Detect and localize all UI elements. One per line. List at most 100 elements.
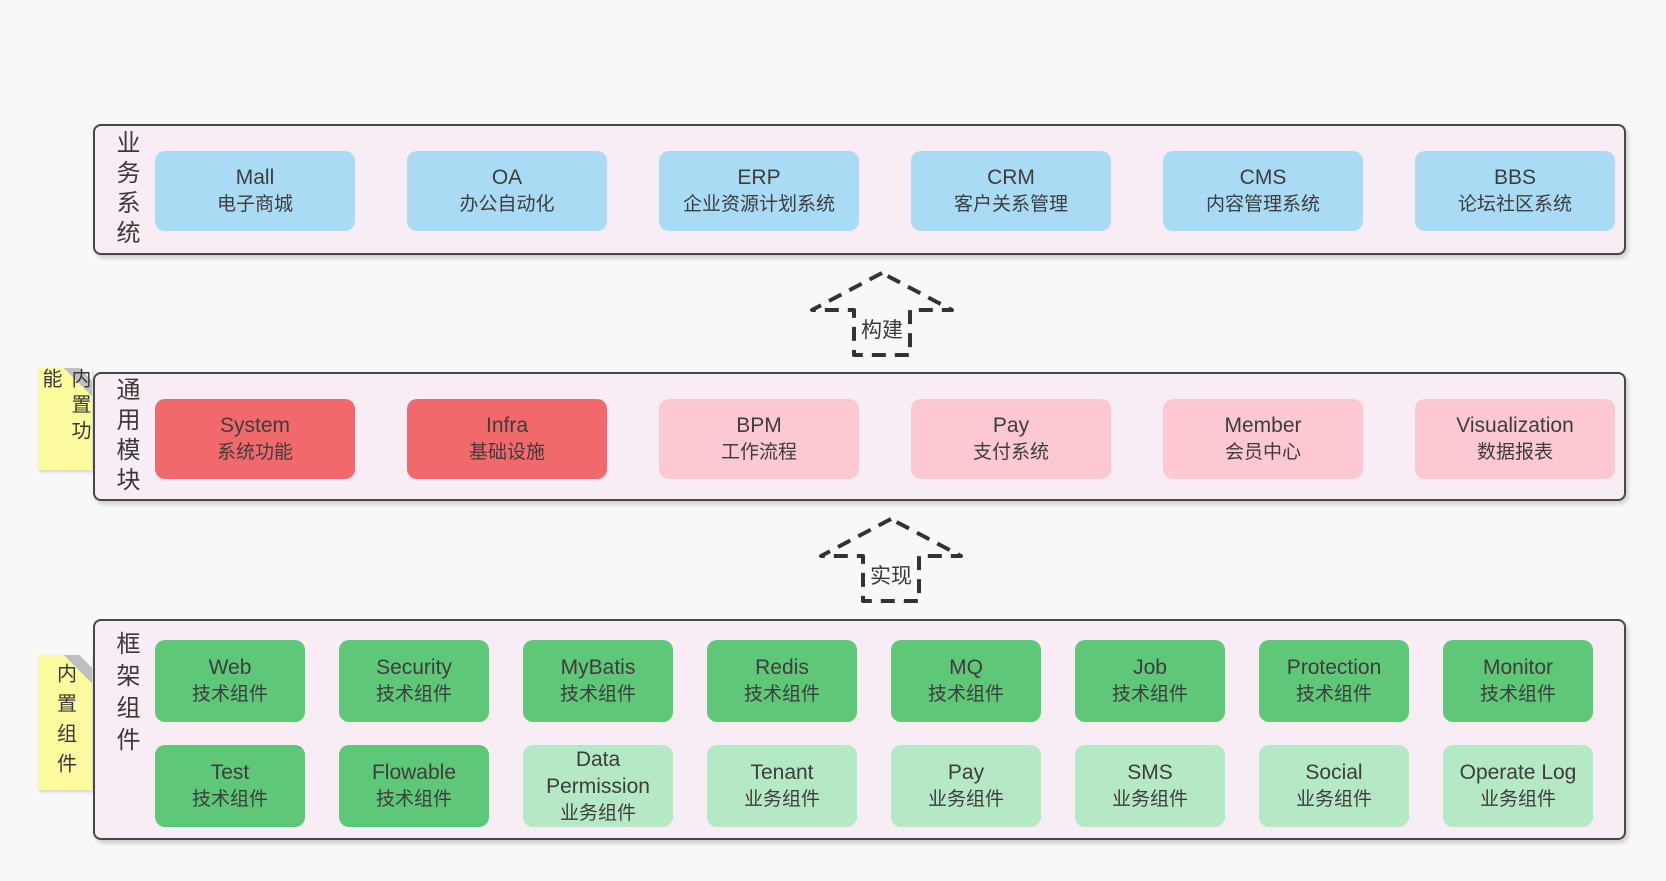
business-systems-panel: 业务系统 Mall 电子商城 OA 办公自动化 ERP 企业资源计划系统 CRM 客户关系管理… <box>93 124 1626 255</box>
box-subtitle: 技术组件 <box>191 789 268 810</box>
diagram-box-tenant: Tenant 业务组件 <box>707 745 857 827</box>
business-systems-boxes: Mall 电子商城 OA 办公自动化 ERP 企业资源计划系统 CRM 客户关系管理 CMS 内容… <box>155 151 1615 231</box>
box-subtitle: 工作流程 <box>720 442 797 463</box>
diagram-box-crm: CRM 客户关系管理 <box>911 151 1111 231</box>
box-subtitle: 业务组件 <box>559 802 636 824</box>
implement-arrow: 实现 <box>817 516 965 604</box>
box-title: Pay <box>992 414 1030 437</box>
box-title: Test <box>210 761 250 784</box>
business-systems-label: 业务系统 <box>112 129 139 250</box>
diagram-box-erp: ERP 企业资源计划系统 <box>659 151 859 231</box>
implement-arrow-label: 实现 <box>868 560 914 590</box>
diagram-box-protection: Protection 技术组件 <box>1259 640 1409 722</box>
common-modules-boxes: System 系统功能 Infra 基础设施 BPM 工作流程 Pay 支付系统 Member 会… <box>155 399 1615 479</box>
box-subtitle: 技术组件 <box>559 684 636 705</box>
diagram-box-flowable: Flowable 技术组件 <box>339 745 489 827</box>
box-subtitle: 企业资源计划系统 <box>682 194 835 215</box>
diagram-box-monitor: Monitor 技术组件 <box>1443 640 1593 722</box>
common-modules-label: 通用模块 <box>112 376 139 497</box>
box-subtitle: 业务组件 <box>743 789 820 810</box>
box-title: Social <box>1305 761 1363 784</box>
diagram-box-visualization: Visualization 数据报表 <box>1415 399 1615 479</box>
box-subtitle: 办公自动化 <box>459 194 555 215</box>
box-title: CMS <box>1239 166 1287 189</box>
box-subtitle: 业务组件 <box>1295 789 1372 810</box>
box-subtitle: 业务组件 <box>1479 789 1556 810</box>
diagram-box-operate-log: Operate Log 业务组件 <box>1443 745 1593 827</box>
box-subtitle: 客户关系管理 <box>953 194 1068 215</box>
diagram-box-social: Social 业务组件 <box>1259 745 1409 827</box>
box-title: Data Permission <box>546 747 650 798</box>
common-modules-panel: 通用模块 System 系统功能 Infra 基础设施 BPM 工作流程 Pay 支付系统 Me… <box>93 372 1626 501</box>
diagram-box-pay: Pay 业务组件 <box>891 745 1041 827</box>
diagram-box-cms: CMS 内容管理系统 <box>1163 151 1363 231</box>
box-subtitle: 支付系统 <box>972 442 1049 463</box>
builtin-features-note: 内置功能 <box>38 368 92 470</box>
diagram-box-member: Member 会员中心 <box>1163 399 1363 479</box>
box-subtitle: 系统功能 <box>216 442 293 463</box>
box-title: System <box>219 414 290 437</box>
diagram-box-mq: MQ 技术组件 <box>891 640 1041 722</box>
diagram-box-mybatis: MyBatis 技术组件 <box>523 640 673 722</box>
diagram-box-pay: Pay 支付系统 <box>911 399 1111 479</box>
box-title: CRM <box>987 166 1035 189</box>
box-title: Pay <box>947 761 985 784</box>
box-subtitle: 技术组件 <box>1295 684 1372 705</box>
box-title: Job <box>1133 656 1167 679</box>
box-subtitle: 技术组件 <box>927 684 1004 705</box>
diagram-box-security: Security 技术组件 <box>339 640 489 722</box>
box-subtitle: 技术组件 <box>1111 684 1188 705</box>
builtin-features-note-label: 内置功能 <box>39 368 90 446</box>
box-title: Web <box>208 656 252 679</box>
box-title: MyBatis <box>560 656 636 679</box>
box-title: Flowable <box>371 761 457 784</box>
box-subtitle: 技术组件 <box>375 789 452 810</box>
box-title: Tenant <box>750 761 814 784</box>
box-subtitle: 电子商城 <box>216 194 293 215</box>
box-title: Operate Log <box>1459 761 1577 784</box>
box-subtitle: 技术组件 <box>1479 684 1556 705</box>
box-title: Security <box>376 656 452 679</box>
diagram-box-test: Test 技术组件 <box>155 745 305 827</box>
diagram-box-system: System 系统功能 <box>155 399 355 479</box>
diagram-box-infra: Infra 基础设施 <box>407 399 607 479</box>
box-title: BBS <box>1493 166 1537 189</box>
box-title: SMS <box>1127 761 1173 784</box>
box-subtitle: 会员中心 <box>1224 442 1301 463</box>
box-subtitle: 数据报表 <box>1476 442 1553 463</box>
box-subtitle: 业务组件 <box>927 789 1004 810</box>
box-title: Visualization <box>1456 414 1574 437</box>
diagram-box-bbs: BBS 论坛社区系统 <box>1415 151 1615 231</box>
build-arrow-label: 构建 <box>859 314 905 344</box>
box-title: MQ <box>949 656 983 679</box>
dashed-up-arrow-icon <box>819 517 963 603</box>
box-title: Infra <box>485 414 529 437</box>
box-subtitle: 基础设施 <box>468 442 545 463</box>
diagram-box-data-permission: Data Permission 业务组件 <box>523 745 673 827</box>
box-subtitle: 业务组件 <box>1111 789 1188 810</box>
framework-components-label: 框架组件 <box>112 631 139 759</box>
box-title: Mall <box>235 166 275 189</box>
box-title: ERP <box>737 166 781 189</box>
diagram-box-mall: Mall 电子商城 <box>155 151 355 231</box>
box-title: Redis <box>755 656 809 679</box>
build-arrow: 构建 <box>808 270 956 358</box>
diagram-box-bpm: BPM 工作流程 <box>659 399 859 479</box>
box-title: Protection <box>1286 656 1382 679</box>
box-title: Monitor <box>1482 656 1554 679</box>
box-title: OA <box>491 166 523 189</box>
dashed-up-arrow-icon <box>810 271 954 357</box>
box-title: Member <box>1224 414 1302 437</box>
box-subtitle: 技术组件 <box>375 684 452 705</box>
builtin-components-note: 内置组件 <box>38 655 92 790</box>
box-subtitle: 内容管理系统 <box>1205 194 1320 215</box>
box-title: BPM <box>736 414 782 437</box>
diagram-box-job: Job 技术组件 <box>1075 640 1225 722</box>
box-subtitle: 论坛社区系统 <box>1457 194 1572 215</box>
diagram-box-oa: OA 办公自动化 <box>407 151 607 231</box>
box-subtitle: 技术组件 <box>743 684 820 705</box>
